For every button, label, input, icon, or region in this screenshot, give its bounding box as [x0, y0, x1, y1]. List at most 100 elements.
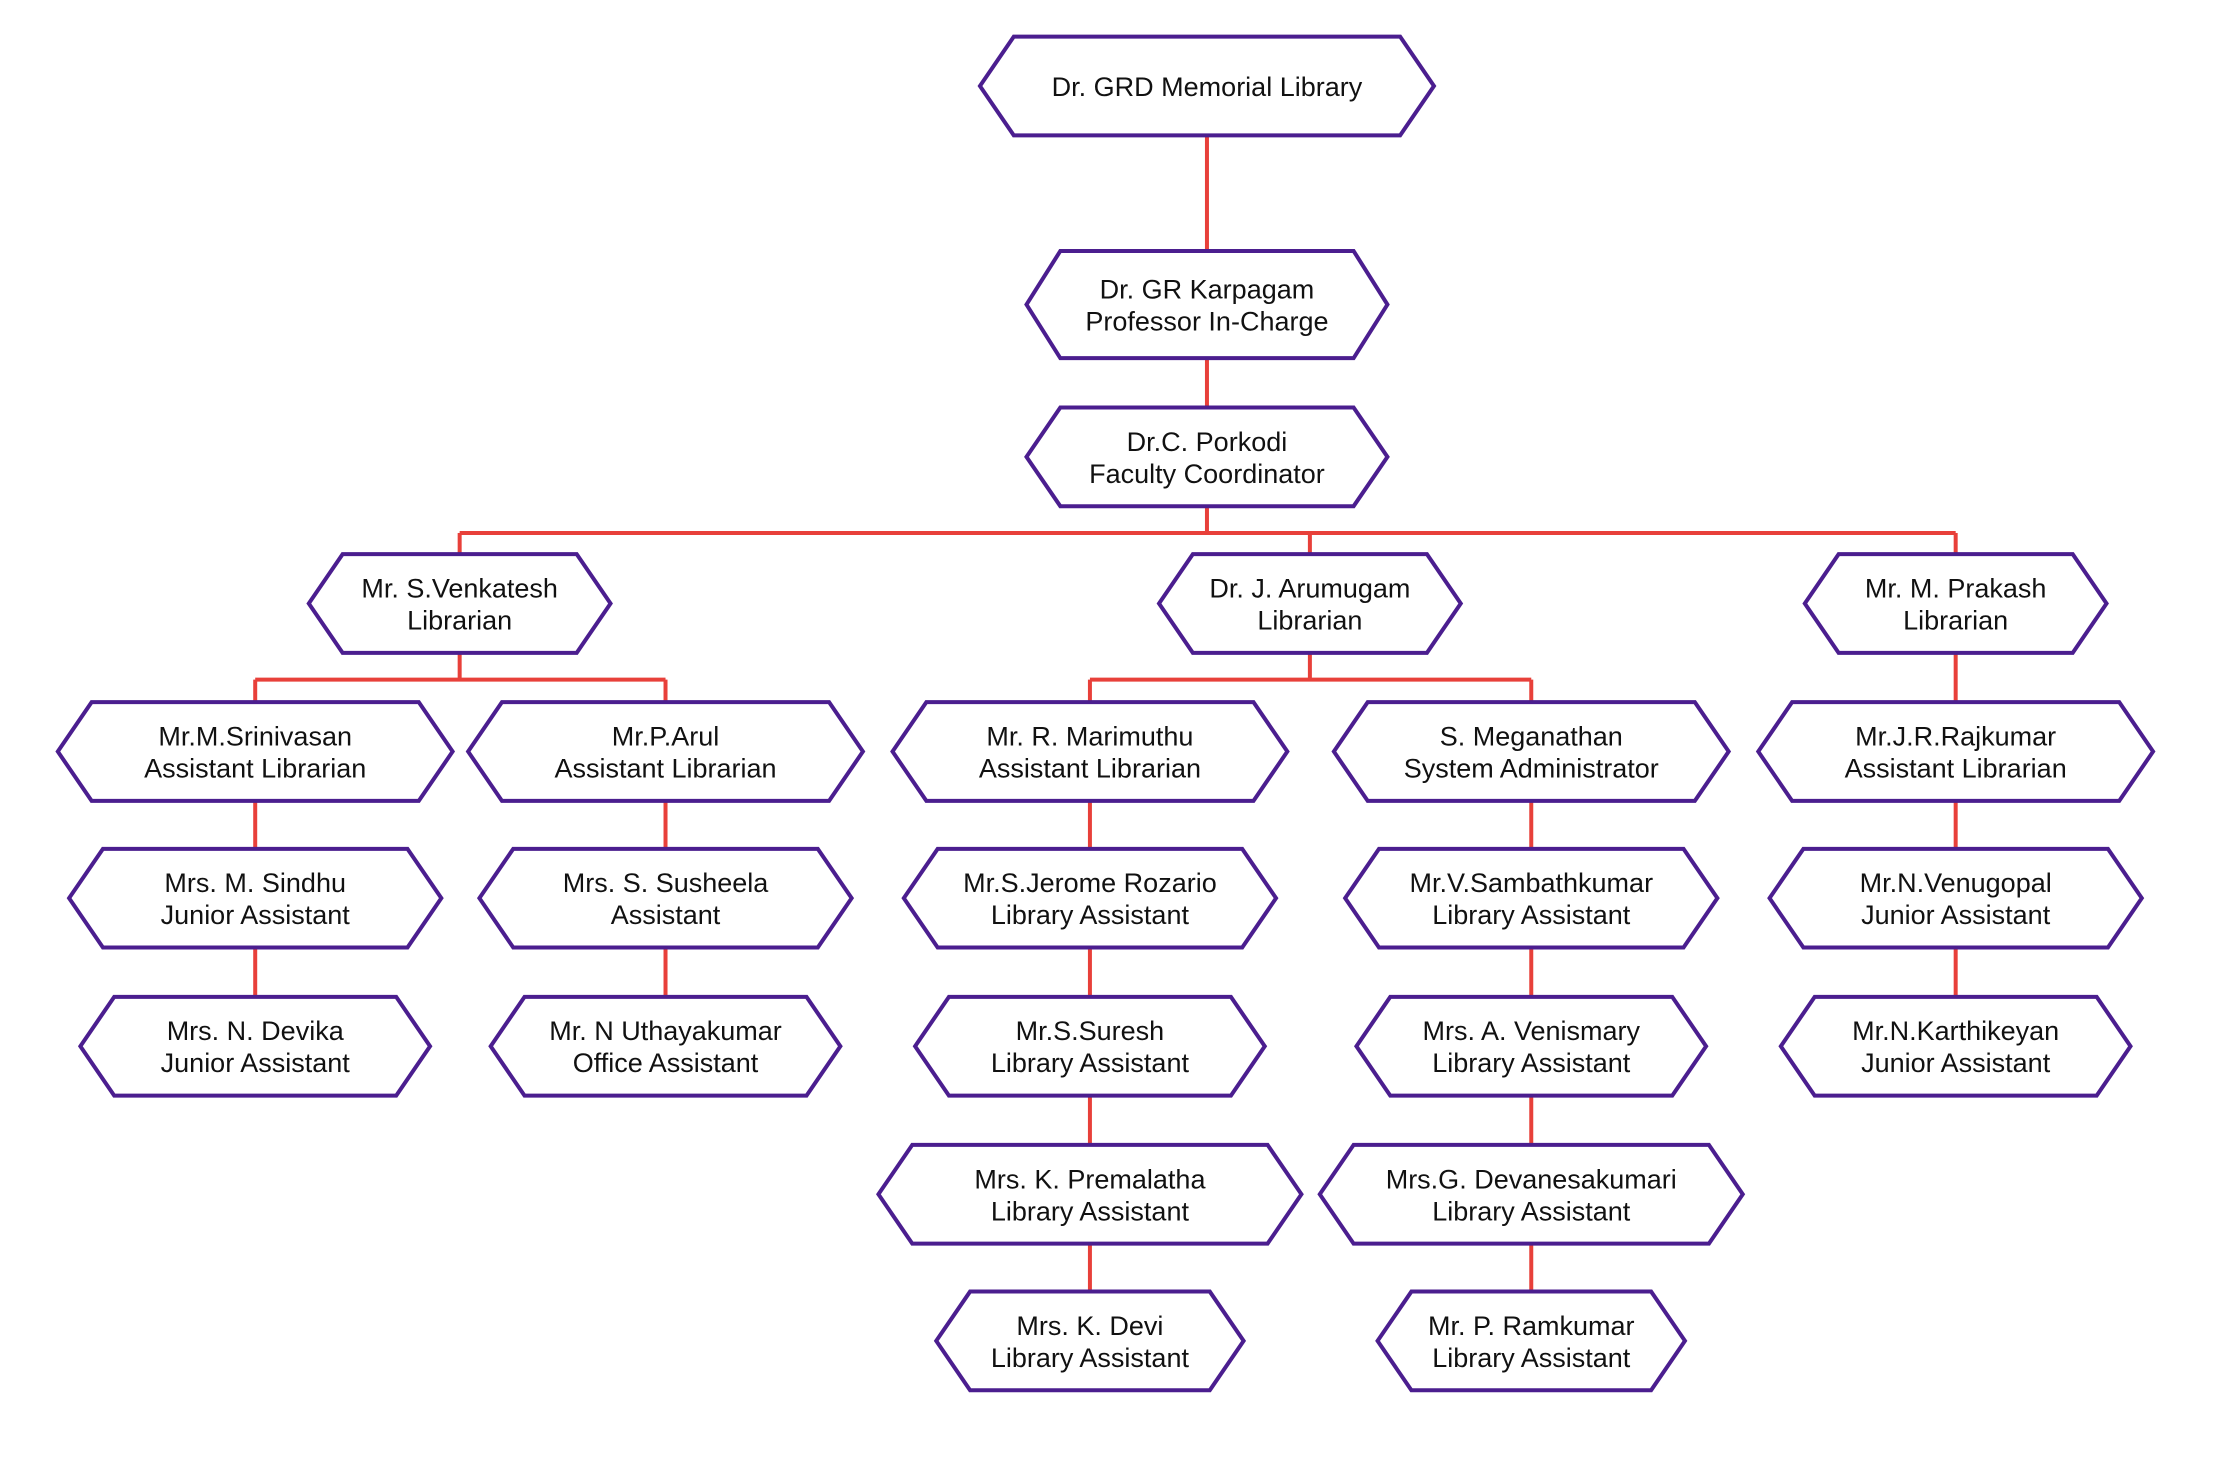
node-title: Junior Assistant: [1861, 1048, 2051, 1078]
node-name: Mr.S.Jerome Rozario: [963, 868, 1217, 898]
node-hexagon: [306, 552, 613, 655]
node-title: System Administrator: [1404, 754, 1659, 784]
node-title: Library Assistant: [991, 1343, 1190, 1373]
node-hexagon: [55, 700, 456, 803]
node-title: Library Assistant: [991, 1048, 1190, 1078]
node-title: Office Assistant: [573, 1048, 759, 1078]
node-name: Mr.N.Karthikeyan: [1852, 1016, 2059, 1046]
node-title: Junior Assistant: [1861, 900, 2051, 930]
node-hexagon: [912, 994, 1268, 1098]
node-hexagon: [901, 846, 1279, 950]
node-name: Dr. GR Karpagam: [1100, 275, 1315, 305]
node-hexagon: [476, 846, 855, 950]
node-hexagon: [1353, 994, 1709, 1098]
node-name: Mrs. M. Sindhu: [164, 868, 346, 898]
node-hexagon: [1024, 248, 1390, 361]
node-hexagon: [890, 700, 1290, 803]
node-hexagon: [977, 34, 1437, 138]
connectors: [253, 135, 1958, 1292]
node-name: Mrs. N. Devika: [167, 1016, 345, 1046]
node-hexagon: [465, 700, 866, 803]
node-name: Mr. M. Prakash: [1865, 573, 2047, 603]
node-name: S. Meganathan: [1440, 722, 1623, 752]
node-title: Library Assistant: [1432, 900, 1631, 930]
node-name: Mrs. S. Susheela: [563, 868, 770, 898]
node-hexagon: [1331, 700, 1732, 803]
node-hexagon: [933, 1289, 1247, 1393]
node-name: Mr.J.R.Rajkumar: [1855, 722, 2056, 752]
node-name: Mr. R. Marimuthu: [986, 722, 1193, 752]
node-hexagon: [1767, 846, 2145, 950]
node-name: Mrs.G. Devanesakumari: [1386, 1164, 1677, 1194]
node-title: Assistant: [611, 900, 721, 930]
node-title: Assistant Librarian: [979, 754, 1201, 784]
node-hexagon: [1317, 1142, 1746, 1246]
node-title: Library Assistant: [991, 1196, 1190, 1226]
node-name: Dr. GRD Memorial Library: [1052, 72, 1363, 102]
node-hexagon: [1755, 700, 2156, 803]
node-name: Mr. P. Ramkumar: [1428, 1311, 1635, 1341]
node-title: Library Assistant: [1432, 1196, 1631, 1226]
node-title: Professor In-Charge: [1085, 307, 1328, 337]
node-title: Librarian: [1903, 605, 2008, 635]
node-hexagon: [876, 1142, 1304, 1246]
node-name: Mrs. K. Devi: [1016, 1311, 1163, 1341]
node-title: Library Assistant: [1432, 1343, 1631, 1373]
node-title: Library Assistant: [991, 900, 1190, 930]
node-title: Librarian: [1257, 605, 1362, 635]
node-name: Mr. N Uthayakumar: [549, 1016, 782, 1046]
node-name: Mr. S.Venkatesh: [361, 573, 558, 603]
node-hexagon: [1156, 552, 1464, 655]
node-title: Assistant Librarian: [1845, 754, 2067, 784]
node-title: Librarian: [407, 605, 512, 635]
node-name: Dr. J. Arumugam: [1209, 573, 1410, 603]
node-title: Faculty Coordinator: [1089, 459, 1325, 489]
node-hexagon: [1342, 846, 1720, 950]
node-name: Mrs. A. Venismary: [1422, 1016, 1640, 1046]
node-name: Mr.S.Suresh: [1016, 1016, 1165, 1046]
node-name: Mrs. K. Premalatha: [974, 1164, 1206, 1194]
node-hexagon: [1778, 994, 2133, 1098]
node-title: Assistant Librarian: [554, 754, 776, 784]
node-name: Mr.N.Venugopal: [1860, 868, 2052, 898]
node-hexagon: [1802, 552, 2109, 655]
node-hexagon: [66, 846, 444, 950]
node-hexagon: [77, 994, 433, 1098]
node-name: Mr.M.Srinivasan: [158, 722, 352, 752]
node-title: Junior Assistant: [161, 900, 351, 930]
node-title: Assistant Librarian: [144, 754, 366, 784]
node-title: Junior Assistant: [161, 1048, 351, 1078]
node-title: Library Assistant: [1432, 1048, 1631, 1078]
node-name: Mr.P.Arul: [612, 722, 720, 752]
node-hexagon: [1375, 1289, 1688, 1393]
node-hexagon: [488, 994, 843, 1098]
node-hexagon: [1024, 405, 1390, 509]
node-name: Mr.V.Sambathkumar: [1409, 868, 1653, 898]
node-name: Dr.C. Porkodi: [1127, 427, 1288, 457]
